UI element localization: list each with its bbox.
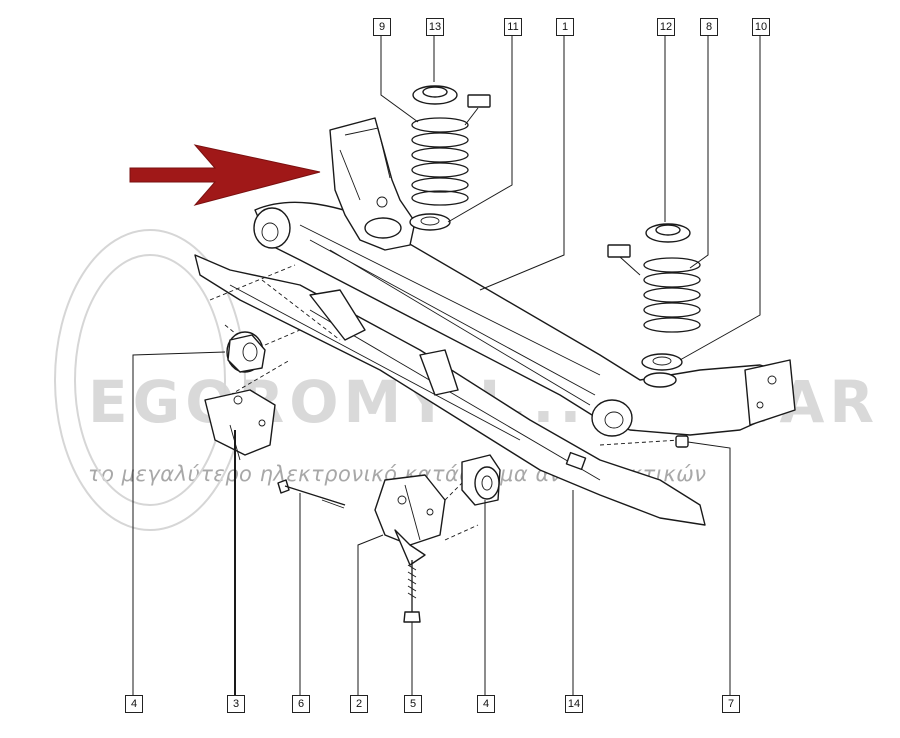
small-nut [675,435,689,448]
watermark-swoosh [54,229,246,531]
leader-lines [132,34,761,695]
callout-10: 10 [752,18,770,36]
spring-lower-seat-left [409,213,451,231]
bushing-left [226,331,266,373]
label-pad-right [607,244,631,258]
callout-4-left: 4 [125,695,143,713]
callout-11: 11 [504,18,522,36]
vertical-screw [403,560,421,623]
callout-4-right: 4 [477,695,495,713]
mounting-bracket-right [374,474,446,566]
spring-lower-seat-right [641,353,683,371]
callout-13: 13 [426,18,444,36]
callout-5: 5 [404,695,422,713]
red-pointer-arrow [129,144,321,206]
spring-upper-seat-right [645,223,691,243]
callout-7: 7 [722,695,740,713]
lower-reinforcement-plate [194,254,706,526]
callout-1: 1 [556,18,574,36]
long-bolt [277,479,346,509]
label-pad-left [467,94,491,108]
left-spring-bracket [329,117,416,251]
spring-upper-seat-left [412,85,458,105]
mounting-bracket-left [204,389,276,461]
rear-axle-beam [253,201,796,437]
callout-12: 12 [657,18,675,36]
coil-spring-left [411,117,469,206]
callout-8: 8 [700,18,718,36]
callout-3: 3 [227,695,245,713]
bushing-right [461,454,501,506]
callout-9: 9 [373,18,391,36]
callout-6: 6 [292,695,310,713]
callout-14: 14 [565,695,583,713]
callout-2: 2 [350,695,368,713]
coil-spring-right [643,257,701,333]
